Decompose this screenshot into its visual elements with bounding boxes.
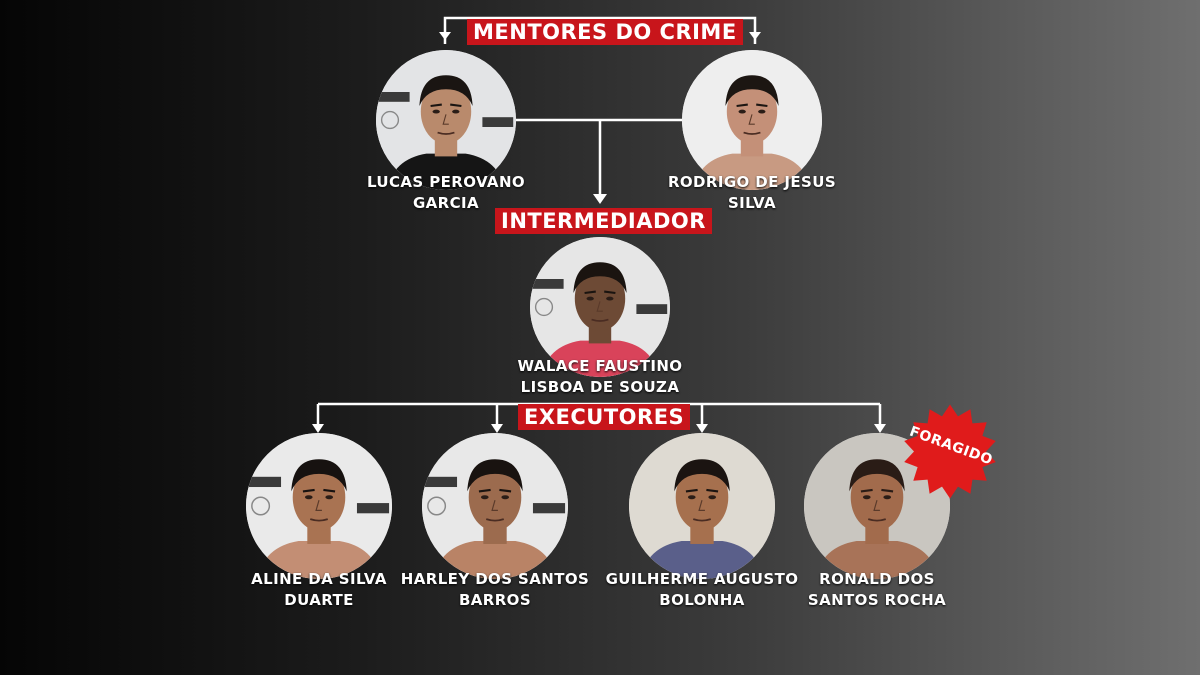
photo-lucas [376, 50, 516, 190]
name-lucas: LUCAS PEROVANO GARCIA [346, 172, 546, 214]
name-line-1: RODRIGO DE JESUS [667, 173, 837, 191]
foragido-starburst-icon [904, 404, 996, 499]
name-rodrigo: RODRIGO DE JESUS SILVA [652, 172, 852, 214]
name-line-1: WALACE FAUSTINO [517, 357, 683, 375]
arrow-to-harley [491, 424, 503, 433]
name-line-1: GUILHERME AUGUSTO [605, 570, 799, 588]
section-executores-banner: EXECUTORES [518, 404, 691, 430]
name-harley: HARLEY DOS SANTOS BARROS [395, 569, 595, 611]
name-line-1: ALINE DA SILVA [251, 570, 387, 588]
arrow-to-intermed [593, 194, 607, 204]
arrow-to-ronald [874, 424, 886, 433]
name-line-2: GARCIA [412, 194, 480, 212]
name-line-2: LISBOA DE SOUZA [520, 378, 680, 396]
name-line-2: SANTOS ROCHA [807, 591, 947, 609]
name-line-2: SILVA [727, 194, 777, 212]
name-guilherme: GUILHERME AUGUSTO BOLONHA [602, 569, 802, 611]
photo-rodrigo [682, 50, 822, 190]
photo-walace [530, 237, 670, 377]
photo-guilherme [629, 433, 775, 579]
section-mentores-banner: MENTORES DO CRIME [467, 19, 743, 45]
arrow-to-rodrigo [749, 32, 761, 40]
name-ronald: RONALD DOS SANTOS ROCHA [777, 569, 977, 611]
name-line-1: RONALD DOS [819, 570, 935, 588]
name-line-2: BOLONHA [659, 591, 745, 609]
photo-harley [422, 433, 568, 579]
name-line-2: DUARTE [284, 591, 354, 609]
name-line-2: BARROS [458, 591, 532, 609]
name-aline: ALINE DA SILVA DUARTE [219, 569, 419, 611]
name-walace: WALACE FAUSTINO LISBOA DE SOUZA [497, 356, 703, 398]
arrow-to-lucas [439, 32, 451, 40]
mentores-bracket [443, 16, 757, 44]
arrow-to-guilherme [696, 424, 708, 433]
name-line-1: HARLEY DOS SANTOS [400, 570, 590, 588]
section-intermediador-banner: INTERMEDIADOR [495, 208, 712, 234]
arrow-to-aline [312, 424, 324, 433]
photo-aline [246, 433, 392, 579]
name-line-1: LUCAS PEROVANO [366, 173, 526, 191]
